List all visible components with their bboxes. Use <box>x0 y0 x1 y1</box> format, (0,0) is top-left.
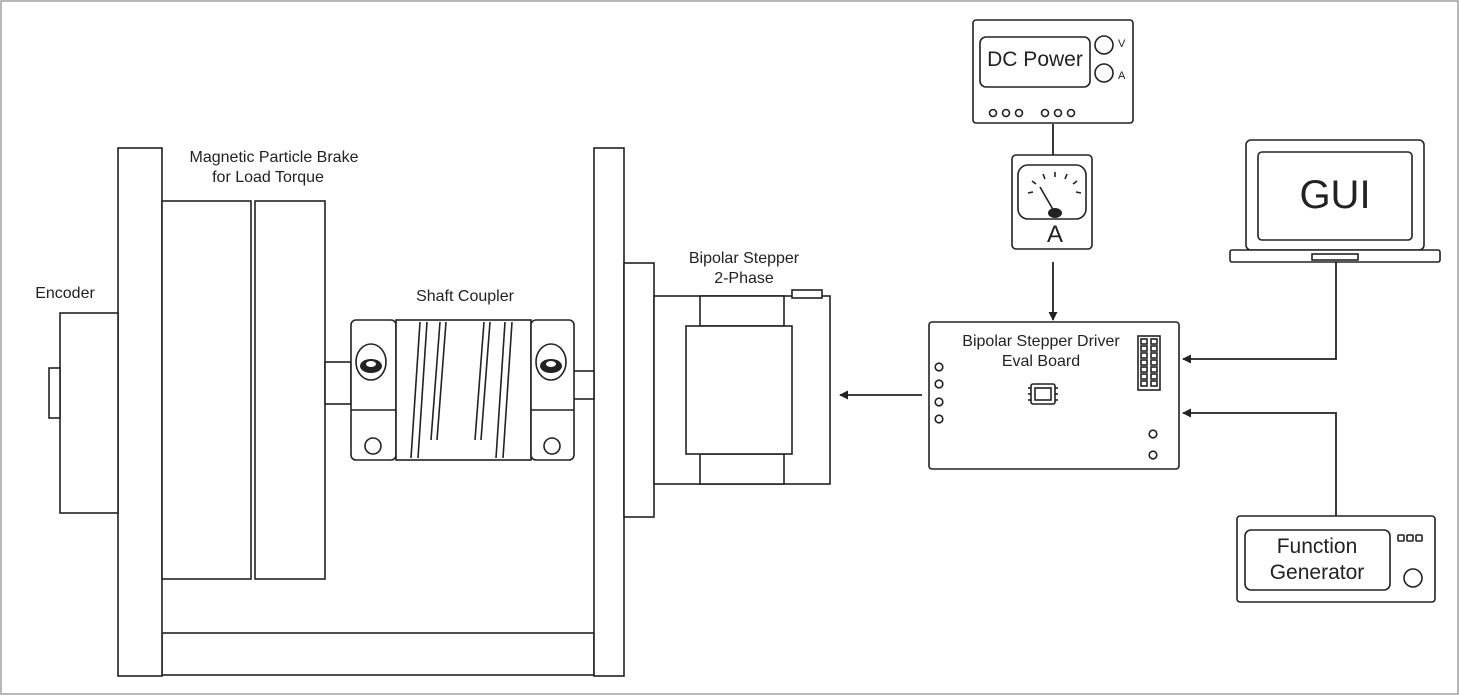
driver-board-label-line1: Bipolar Stepper Driver <box>962 333 1120 350</box>
coupler-clamp-screw-left <box>355 343 387 381</box>
driver-board-chip <box>1028 383 1058 405</box>
dc-power-terminals <box>988 108 1076 118</box>
function-generator-label-line1: Function <box>1277 535 1358 558</box>
brake-disc-large <box>161 200 252 580</box>
base-plate <box>161 632 595 676</box>
brake-disc-small <box>254 200 326 580</box>
function-generator-knob <box>1403 568 1423 588</box>
shaft-coupler-label: Shaft Coupler <box>416 288 515 305</box>
ammeter-scale-ticks <box>1027 172 1082 194</box>
test-rig <box>117 147 625 677</box>
dc-power-supply: DC Power V A <box>972 19 1134 124</box>
motor-shaft <box>571 370 595 400</box>
wire-function-generator-to-driver <box>1182 408 1337 516</box>
brake-label: Magnetic Particle Brake for Load Torque <box>190 149 359 186</box>
laptop-screen <box>1257 151 1413 241</box>
driver-board-header-pins <box>1137 335 1161 391</box>
function-generator-buttons <box>1397 534 1423 542</box>
shaft-coupler <box>350 319 575 461</box>
dc-power-display <box>979 36 1091 88</box>
ammeter-symbol: A <box>1047 221 1063 248</box>
laptop-trackpad-notch <box>1311 253 1359 261</box>
shaft-coupler-label-text: Shaft Coupler <box>416 288 515 305</box>
function-generator-label-line2: Generator <box>1270 561 1365 584</box>
connection-wires <box>839 124 1337 516</box>
motor-bottom-tab <box>699 453 785 485</box>
dc-power-voltage-knob <box>1094 35 1114 55</box>
magnetic-particle-brake <box>161 200 326 580</box>
dc-power-current-knob <box>1094 63 1114 83</box>
coupler-clamp-screw-right <box>535 343 567 381</box>
function-generator: Function Generator <box>1236 515 1436 603</box>
stepper-label-line2: 2-Phase <box>714 270 774 287</box>
dc-power-volt-indicator: V <box>1118 38 1126 50</box>
brake-shaft <box>324 361 352 405</box>
driver-board-input-terminals <box>1148 429 1158 460</box>
left-support-plate <box>117 147 163 677</box>
wire-laptop-to-driver <box>1182 262 1337 364</box>
coupler-hole-right <box>543 437 561 455</box>
motor-flange <box>623 262 655 518</box>
laptop: GUI <box>1229 139 1441 263</box>
motor-face <box>685 325 793 455</box>
encoder <box>48 312 119 514</box>
motor-top-tab <box>699 295 785 327</box>
stepper-label-line1: Bipolar Stepper <box>689 250 800 267</box>
coupler-hole-left <box>364 437 382 455</box>
laptop-gui-label: GUI <box>1299 173 1370 217</box>
ammeter: A <box>1011 154 1093 250</box>
dc-power-label: DC Power <box>987 48 1083 71</box>
encoder-label-text: Encoder <box>35 285 95 302</box>
stepper-label: Bipolar Stepper 2-Phase <box>689 250 800 287</box>
stepper-motor <box>623 262 831 518</box>
encoder-label: Encoder <box>35 285 95 302</box>
driver-board-left-terminals <box>934 362 944 424</box>
motor-connector <box>791 289 823 299</box>
ammeter-dial <box>1017 164 1087 220</box>
brake-label-line2: for Load Torque <box>212 169 324 186</box>
encoder-shaft <box>48 367 61 419</box>
ammeter-pivot <box>1048 208 1062 218</box>
driver-board-label-line2: Eval Board <box>1002 353 1080 370</box>
function-generator-display <box>1244 529 1391 591</box>
right-support-plate <box>593 147 625 677</box>
driver-board: Bipolar Stepper Driver Eval Board <box>928 321 1180 470</box>
dc-power-amp-indicator: A <box>1118 70 1126 82</box>
encoder-body <box>59 312 119 514</box>
brake-label-line1: Magnetic Particle Brake <box>190 149 359 166</box>
